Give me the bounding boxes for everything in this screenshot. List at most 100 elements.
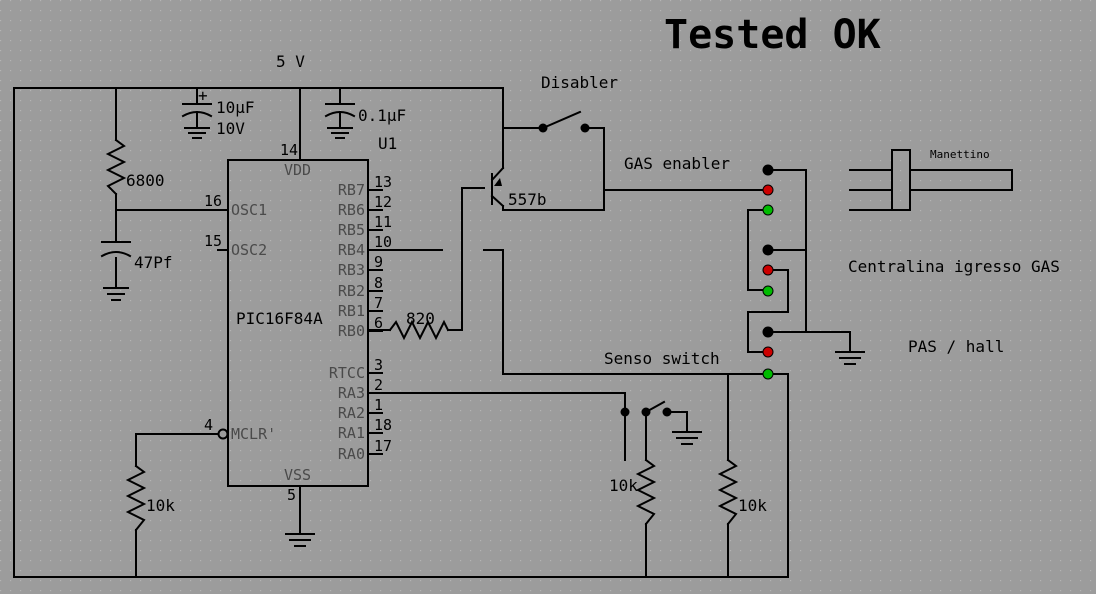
resistor-6800: 6800 (105, 138, 165, 196)
ic-pin-rtcc: RTCC 3 (329, 356, 383, 382)
connector-dot (762, 264, 774, 276)
mclr-bubble (217, 428, 229, 440)
ic-pin-rb6: RB6 12 (338, 193, 392, 219)
pin-number: 10 (374, 233, 392, 251)
supply-label: 5 V (276, 52, 305, 71)
pin-number: 17 (374, 437, 392, 455)
senso-switch: Senso switch (604, 349, 720, 417)
connector-dot (762, 326, 774, 338)
vss-num: 5 (287, 486, 296, 504)
pin-name: RB3 (338, 261, 365, 279)
manettino-label: Manettino (930, 148, 990, 161)
r-sw1-value: 10k (609, 476, 638, 495)
connector-dot (762, 346, 774, 358)
pin-number: 3 (374, 356, 383, 374)
resistor-mclr-10k: 10k (125, 464, 175, 532)
pin-number: 13 (374, 173, 392, 191)
pin-number: 7 (374, 294, 383, 312)
pin-number: 2 (374, 376, 383, 394)
pin-name: RB5 (338, 221, 365, 239)
ic-pin-ra0: RA0 17 (338, 437, 392, 463)
wires (13, 87, 851, 578)
vdd-name: VDD (284, 161, 311, 179)
vdd-num: 14 (280, 141, 298, 159)
capacitor-10uf: + 10µF 10V (181, 86, 255, 139)
cap1-value: 10µF (216, 98, 255, 117)
pin-name: MCLR' (231, 425, 276, 443)
pin-number: 9 (374, 253, 383, 271)
ic-pin-rb1: RB1 7 (338, 294, 383, 320)
ground-connector (835, 351, 865, 365)
connector-dot (762, 285, 774, 297)
resistor-switch2-10k: 10k (717, 458, 767, 526)
pin-name: RB2 (338, 282, 365, 300)
pin-name: RB6 (338, 201, 365, 219)
r-osc-value: 6800 (126, 171, 165, 190)
pin-name: RA0 (338, 445, 365, 463)
vss-name: VSS (284, 466, 311, 484)
r-mclr-value: 10k (146, 496, 175, 515)
ic-pin-rb0: RB0 6 (338, 314, 383, 340)
ground-vss (285, 533, 315, 547)
capacitor-47pf: 47Pf (100, 241, 173, 301)
pin-name: RB4 (338, 241, 365, 259)
cap2-value: 0.1µF (358, 106, 406, 125)
connector-dot (762, 184, 774, 196)
pin-name: RTCC (329, 364, 365, 382)
r-sw2-value: 10k (738, 496, 767, 515)
pin-number: 12 (374, 193, 392, 211)
ground-switch (672, 431, 702, 445)
c-osc-value: 47Pf (134, 253, 173, 272)
ic-pin-rb5: RB5 11 (338, 213, 392, 239)
capacitor-0.1uf: 0.1µF (324, 103, 406, 139)
pin-number: 4 (204, 416, 213, 434)
ic-part: PIC16F84A (236, 309, 323, 328)
gas-enabler-label: GAS enabler (624, 154, 730, 173)
senso-switch-label: Senso switch (604, 349, 720, 368)
ic-pin-rb3: RB3 9 (338, 253, 383, 279)
transistor-557b: 557b (490, 166, 547, 209)
disabler-label: Disabler (541, 73, 618, 92)
centralina-label: Centralina igresso GAS (848, 257, 1060, 276)
ic-pin-rb4: RB4 10 (338, 233, 392, 259)
pin-name: OSC2 (231, 241, 267, 259)
pas-hall-label: PAS / hall (908, 337, 1004, 356)
pin-name: RA1 (338, 424, 365, 442)
r-base-value: 820 (406, 309, 435, 328)
resistor-820: 820 (388, 309, 450, 341)
pin-number: 1 (374, 396, 383, 414)
ic-ref: U1 (378, 134, 397, 153)
connector-pins (762, 164, 774, 380)
resistor-switch1-10k: 10k (609, 458, 657, 526)
pin-number: 18 (374, 416, 392, 434)
manettino-throttle: Manettino (849, 148, 1013, 211)
cap1-voltage: 10V (216, 119, 245, 138)
connector-dot (762, 244, 774, 256)
pin-name: RA2 (338, 404, 365, 422)
ic-pin-rb7: RB7 13 (338, 173, 392, 199)
pin-number: 11 (374, 213, 392, 231)
connector-dot (762, 368, 774, 380)
ic-pin-osc2: OSC2 15 (204, 232, 267, 259)
title: Tested OK (664, 12, 881, 58)
ic-pin-ra1: RA1 18 (338, 416, 392, 442)
cap1-plus: + (198, 86, 208, 105)
pin-name: RB0 (338, 322, 365, 340)
pin-number: 6 (374, 314, 383, 332)
disabler-switch: Disabler (538, 73, 618, 133)
pin-name: RB1 (338, 302, 365, 320)
ic-pin-mclr: MCLR' 4 (204, 416, 276, 443)
pin-name: RB7 (338, 181, 365, 199)
connector-dot (762, 204, 774, 216)
pin-number: 15 (204, 232, 222, 250)
ic-pin-ra2: RA2 1 (338, 396, 383, 422)
pin-name: OSC1 (231, 201, 267, 219)
